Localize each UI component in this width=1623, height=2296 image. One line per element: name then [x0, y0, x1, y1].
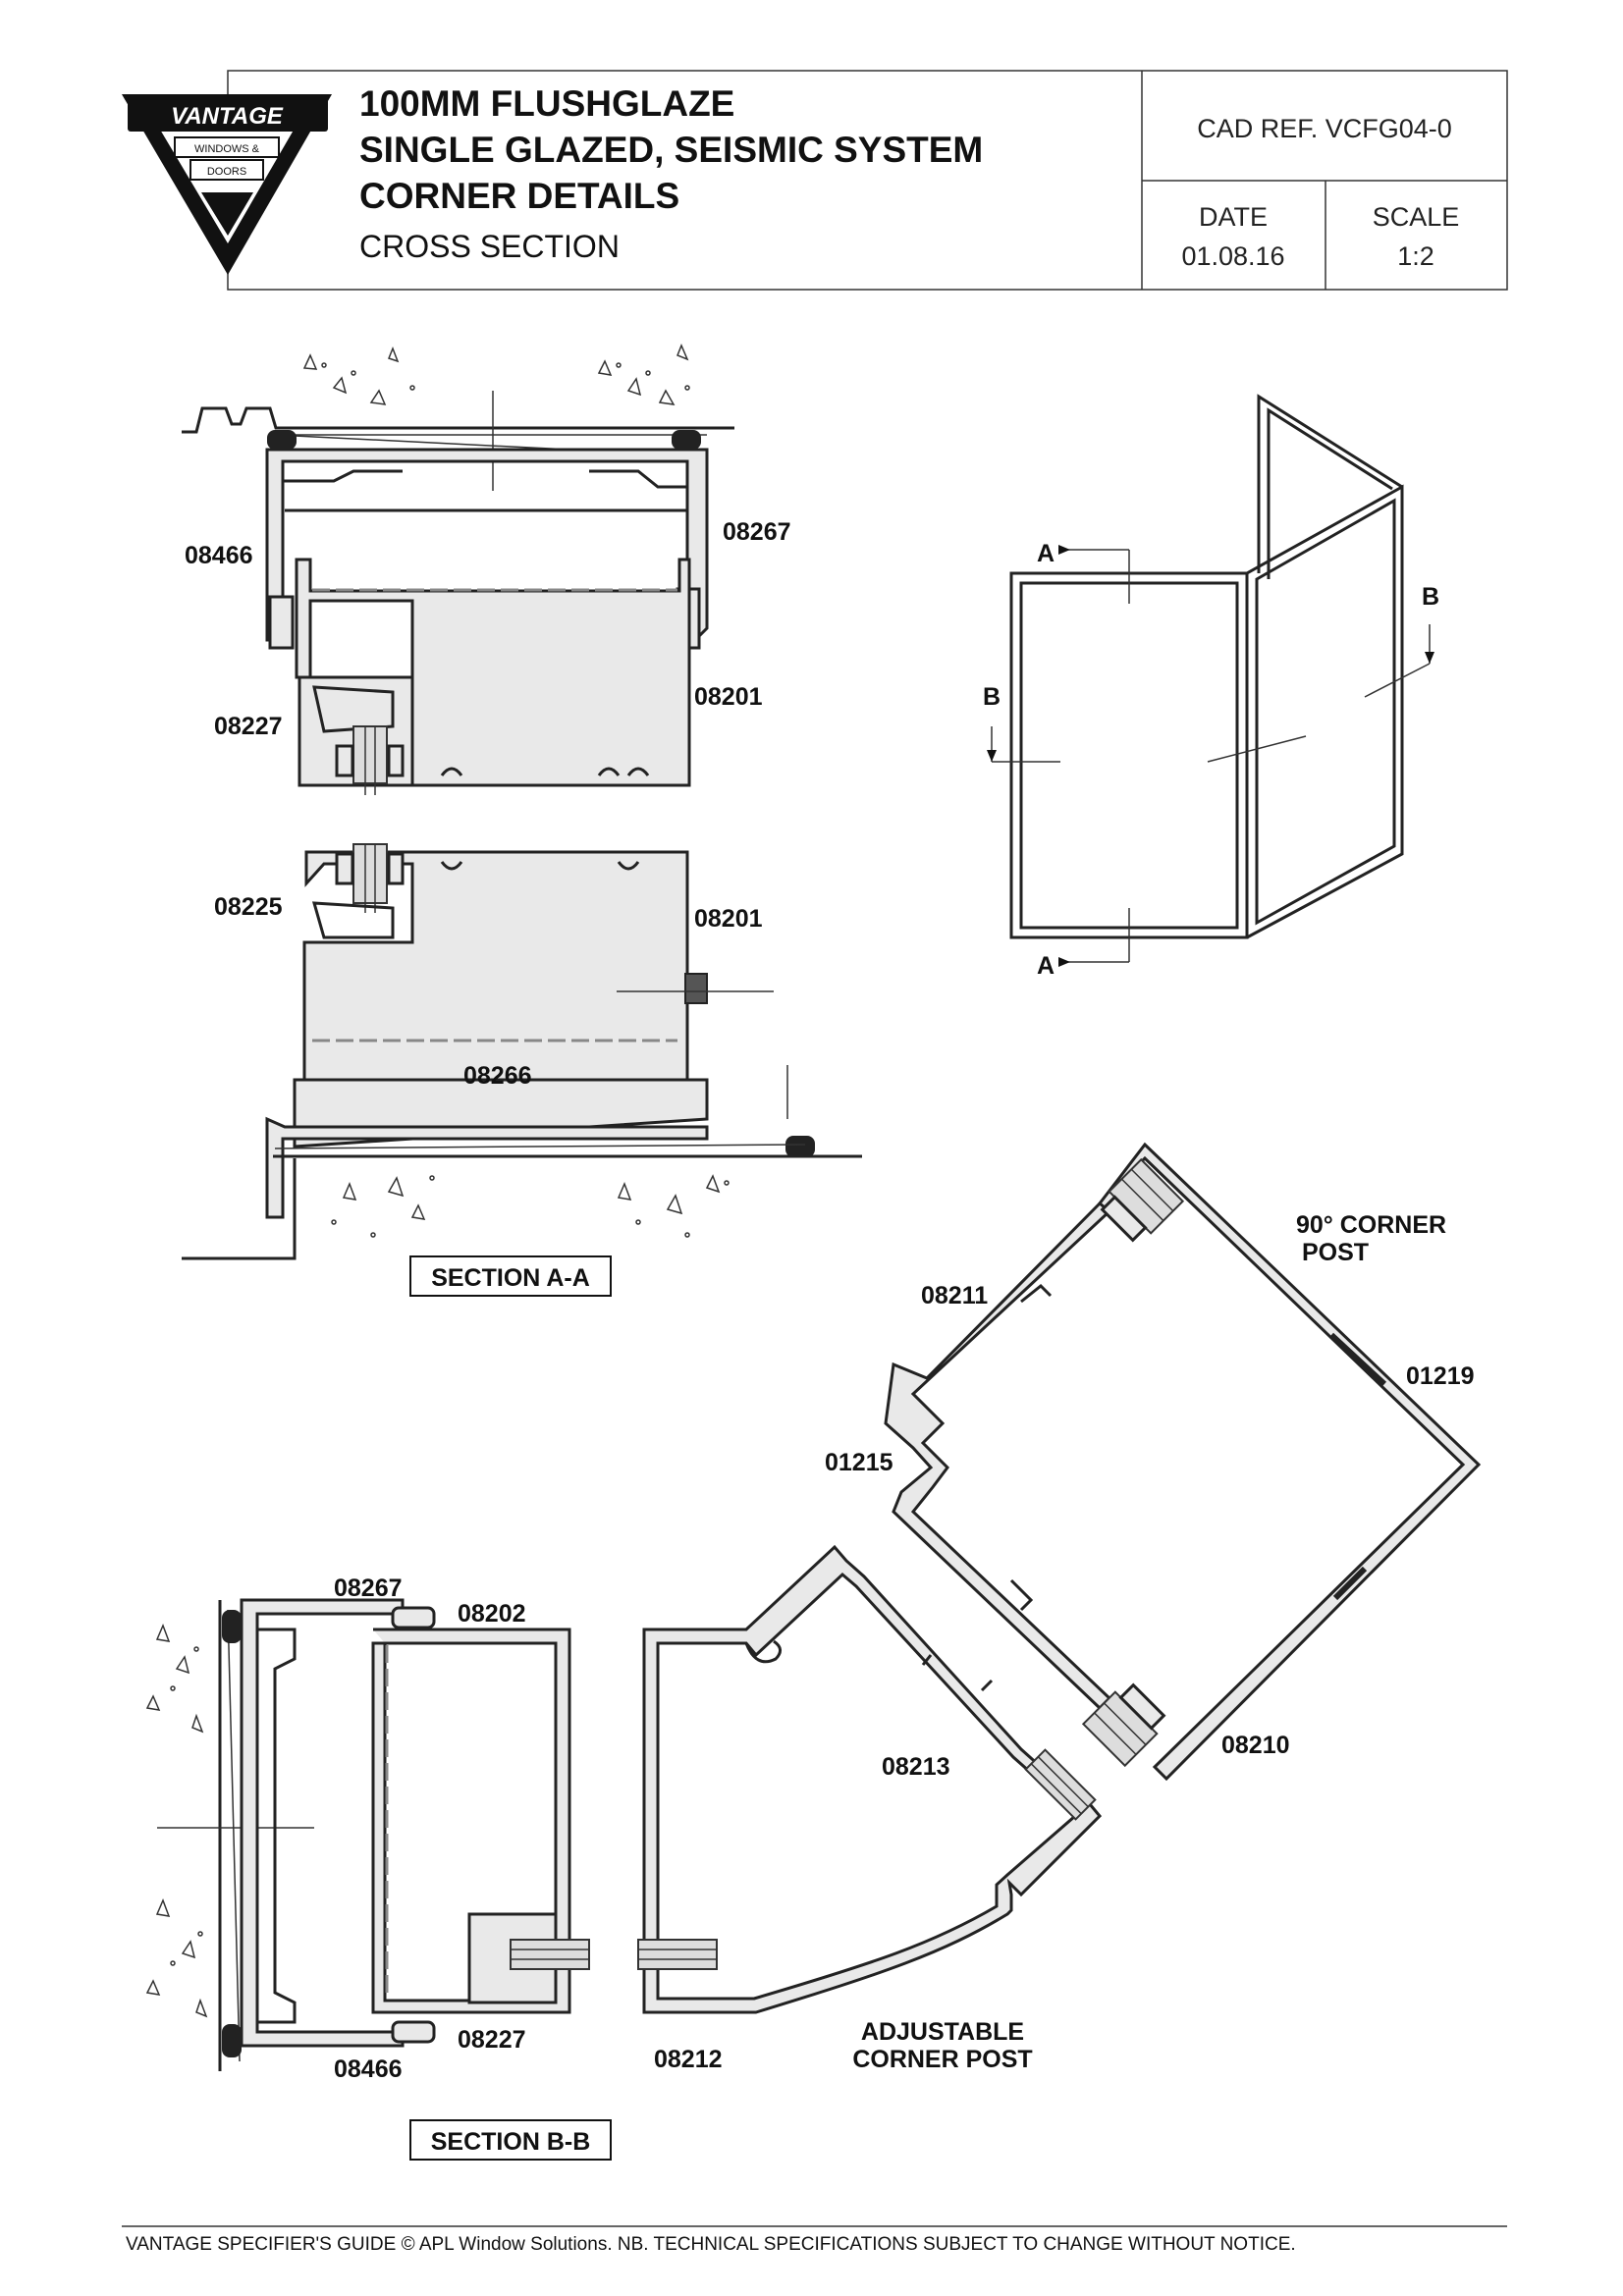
elevation-right-frame [1246, 484, 1404, 939]
adjustable-post-drawing: ADJUSTABLE CORNER POST 08213 08212 [637, 1544, 1103, 2073]
label-08227-bb: 08227 [458, 2026, 526, 2054]
logo-brand: VANTAGE [171, 103, 284, 130]
label-08227-aa: 08227 [214, 713, 283, 740]
label-08466-bb: 08466 [334, 2056, 403, 2083]
date-value: 01.08.16 [1181, 241, 1284, 271]
title-block: VANTAGE WINDOWS & DOORS 100MM FLUSHGLAZE… [122, 70, 1508, 291]
concrete-hatch-bb [145, 1623, 208, 2018]
label-08212: 08212 [654, 2046, 723, 2073]
date-label: DATE [1199, 202, 1268, 232]
corner-post-outer [1098, 1142, 1482, 1782]
title-line-3: CORNER DETAILS [359, 176, 679, 216]
footer-text: VANTAGE SPECIFIER'S GUIDE © APL Window S… [126, 2234, 1296, 2255]
corner-post-90-title-1: 90° CORNER [1296, 1211, 1446, 1239]
scale-value: 1:2 [1397, 241, 1434, 271]
adjustable-post-title-2: CORNER POST [852, 2046, 1032, 2073]
footer: VANTAGE SPECIFIER'S GUIDE © APL Window S… [122, 2225, 1507, 2255]
label-08202-bb: 08202 [458, 1600, 526, 1628]
section-aa-caption: SECTION A-A [431, 1264, 590, 1292]
section-bb-drawing: 08267 08202 08227 08466 SECTION B-B [145, 1575, 612, 2161]
corner-post-glazing-bottom [1081, 1682, 1166, 1768]
label-08466-aa: 08466 [185, 542, 253, 569]
corner-post-inner [884, 1201, 1112, 1711]
section-aa-drawing: 08466 08267 08227 08201 08225 08201 0826… [182, 344, 862, 1297]
wall-line-bottom [182, 1158, 297, 1260]
sill-outer-frame [265, 1116, 709, 1219]
label-08211: 08211 [921, 1282, 988, 1309]
title-line-1: 100MM FLUSHGLAZE [359, 83, 734, 124]
logo-line-1: WINDOWS & [194, 143, 260, 155]
label-08225-aa: 08225 [214, 893, 283, 921]
concrete-hatch-bottom [331, 1174, 730, 1238]
corner-elevation-key: A A B B [983, 394, 1439, 980]
wall-line-top [182, 406, 734, 434]
corner-post-90-title-2: POST [1302, 1239, 1369, 1266]
label-08201-aa-bottom: 08201 [694, 905, 763, 933]
top-left-seal [267, 430, 297, 450]
adjustable-post-glazing [1024, 1748, 1097, 1821]
label-08267-bb: 08267 [334, 1575, 403, 1602]
concrete-hatch-top [302, 344, 690, 405]
outer-frame-bb [240, 1598, 405, 2048]
label-01219: 01219 [1406, 1362, 1475, 1390]
cad-reference: CAD REF. VCFG04-0 [1197, 114, 1452, 143]
logo-line-2: DOORS [207, 166, 246, 178]
vantage-logo: VANTAGE WINDOWS & DOORS [122, 94, 332, 275]
mark-a-top: A [1037, 540, 1055, 567]
label-08210: 08210 [1221, 1732, 1290, 1759]
sash-08202 [371, 1628, 571, 2014]
sash-bottom [302, 850, 689, 1082]
label-08201-aa-top: 08201 [694, 683, 763, 711]
scale-label: SCALE [1373, 202, 1460, 232]
title-line-2: SINGLE GLAZED, SEISMIC SYSTEM [359, 130, 983, 170]
corner-post-glazing-top [1100, 1157, 1185, 1243]
top-right-seal [672, 430, 701, 450]
corner-post-90-drawing: 90° CORNER POST 08211 01219 01215 08210 [825, 1142, 1482, 1782]
label-08213: 08213 [882, 1753, 950, 1781]
label-08266-aa: 08266 [463, 1062, 532, 1090]
mark-b-right: B [1422, 583, 1439, 611]
section-aa-caption-box [409, 1255, 612, 1297]
section-bb-caption: SECTION B-B [431, 2128, 591, 2156]
subtitle: CROSS SECTION [359, 229, 620, 264]
clip-08466-bb [391, 2020, 436, 2044]
elevation-left-frame [1009, 571, 1249, 939]
adjustable-post-title-1: ADJUSTABLE [861, 2018, 1024, 2046]
label-01215: 01215 [825, 1449, 893, 1476]
label-08267-aa: 08267 [723, 518, 791, 546]
mark-b-left: B [983, 683, 1001, 711]
mark-a-bottom: A [1037, 952, 1055, 980]
sill-seal-block [684, 973, 708, 1004]
clip-08267-bb [391, 1606, 436, 1629]
section-bb-caption-box [409, 2119, 612, 2161]
